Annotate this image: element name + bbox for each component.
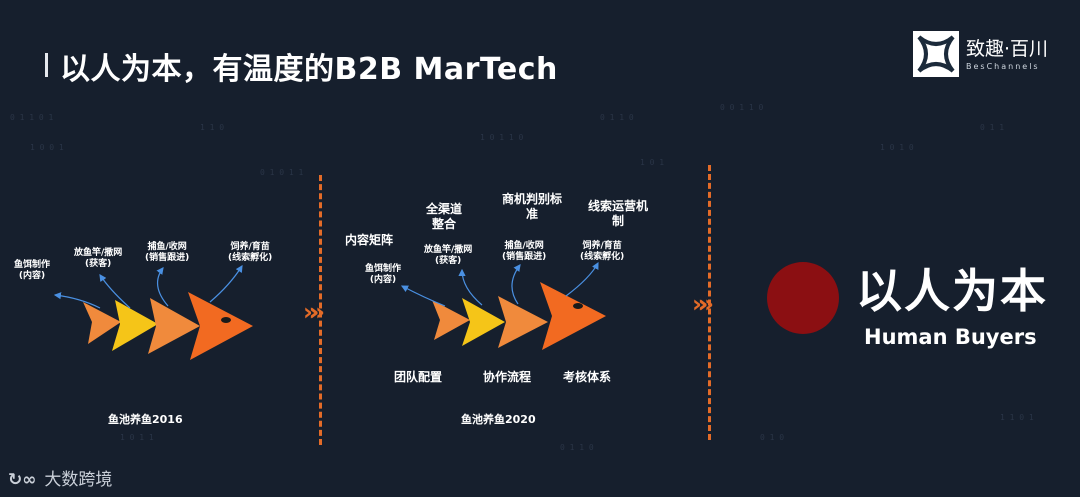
- stage2020-top-label-3: 商机判别标 准: [502, 192, 562, 222]
- result-subtitle: Human Buyers: [864, 325, 1037, 349]
- watermark-text: 大数跨境: [44, 470, 112, 490]
- chevron-right-icon-2: »»: [692, 290, 705, 318]
- stage2020-top-label-4: 线索运营机 制: [588, 199, 648, 229]
- stage2020-label-1: 鱼饵制作 (内容): [365, 264, 401, 286]
- stage2020-label-4: 饲养/育苗 (线索孵化): [580, 241, 624, 263]
- fish-shape-1: [432, 300, 470, 340]
- red-circle-shape: [767, 262, 839, 334]
- arrow-3: [512, 265, 520, 304]
- stage2020-bottom-label-1: 团队配置: [394, 370, 442, 385]
- fish-shape-2: [462, 298, 505, 346]
- stage2020-label-3: 捕鱼/收网 (销售跟进): [502, 241, 546, 263]
- stage2020-top-label-1: 内容矩阵: [345, 233, 393, 248]
- stage2020-top-label-2: 全渠道 整合: [426, 202, 462, 232]
- watermark: ↻∞ 大数跨境: [8, 465, 112, 490]
- stage2020-bottom-label-3: 考核体系: [563, 370, 611, 385]
- stage2020-label-2: 放鱼竿/撒网 (获客): [424, 245, 472, 267]
- arrow-1: [402, 286, 445, 306]
- watermark-logo-icon: ↻∞: [8, 470, 36, 490]
- stage2020-bottom-label-2: 协作流程: [483, 370, 531, 385]
- stage2020-caption: 鱼池养鱼2020: [461, 413, 536, 427]
- result-title: 以人为本: [856, 255, 1048, 321]
- fish-shape-4: [540, 282, 606, 350]
- fish-eye-icon: [573, 303, 583, 309]
- fish-shape-3: [498, 296, 548, 348]
- arrow-4: [566, 263, 598, 296]
